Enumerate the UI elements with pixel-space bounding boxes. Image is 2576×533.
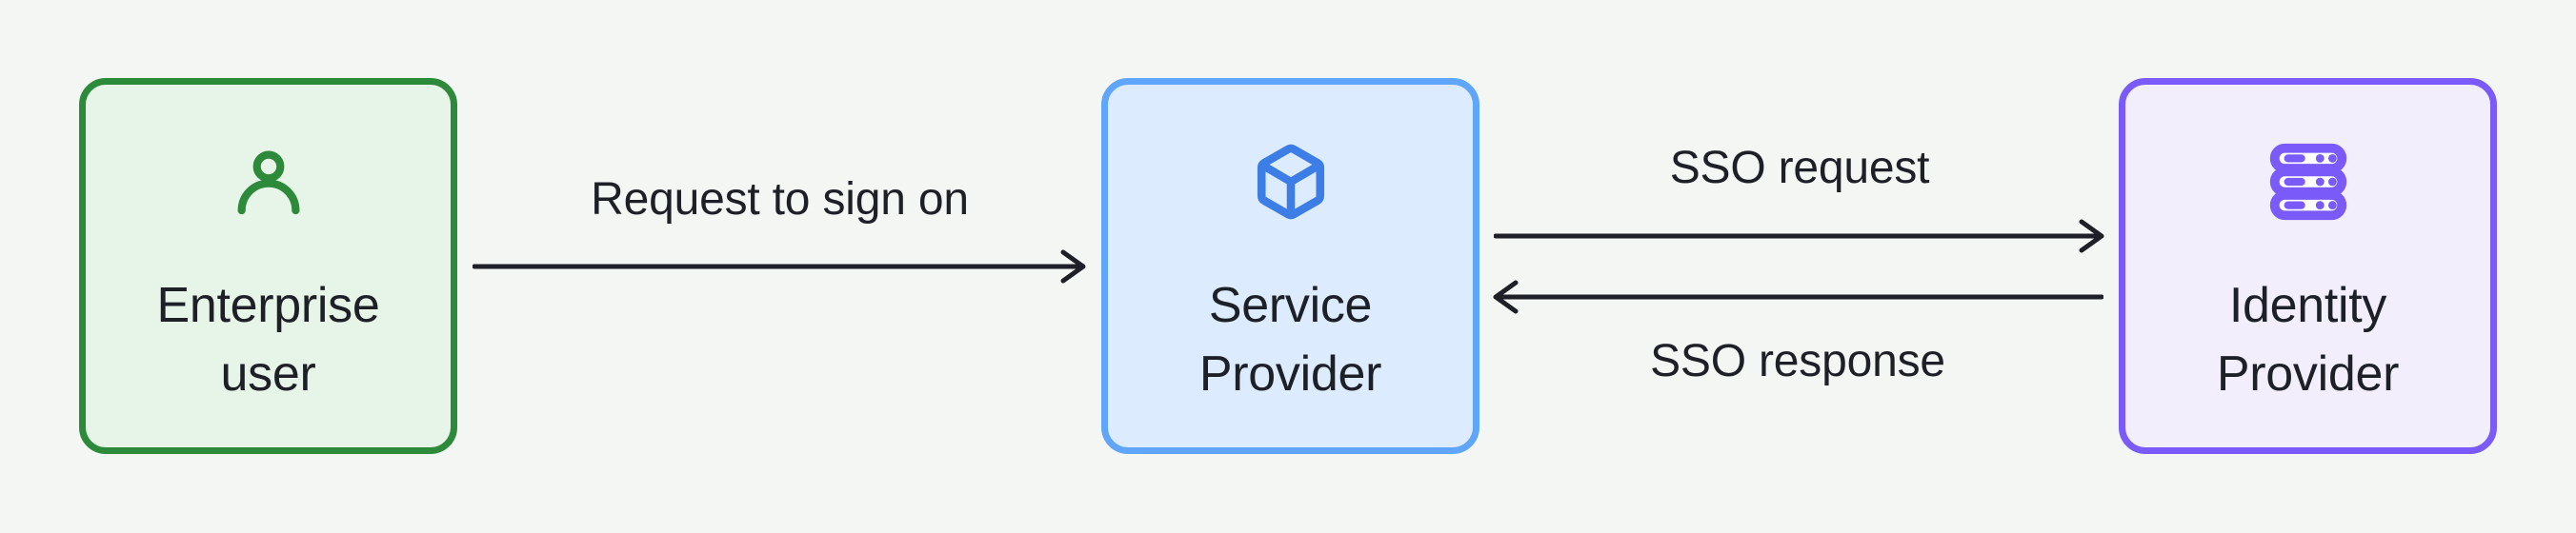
- node-label-enterprise-user: Enterprise user: [156, 278, 380, 402]
- arrow-request-to-sign-on: [473, 238, 1087, 295]
- node-identity-provider: Identity Provider: [2119, 78, 2497, 454]
- node-label-identity-provider: Identity Provider: [2216, 278, 2400, 402]
- user-icon: [230, 143, 308, 221]
- node-label-service-provider: Service Provider: [1198, 278, 1382, 402]
- node-service-provider: Service Provider: [1101, 78, 1479, 454]
- edge-label-sso-request: SSO request: [1669, 143, 1930, 193]
- edge-label-sso-response: SSO response: [1650, 336, 1945, 386]
- arrow-sso-response: [1492, 268, 2103, 326]
- node-enterprise-user: Enterprise user: [79, 78, 457, 454]
- cube-icon: [1252, 143, 1330, 221]
- server-icon: [2268, 143, 2348, 221]
- arrow-sso-request: [1494, 207, 2105, 265]
- edge-label-request-to-sign-on: Request to sign on: [591, 174, 969, 225]
